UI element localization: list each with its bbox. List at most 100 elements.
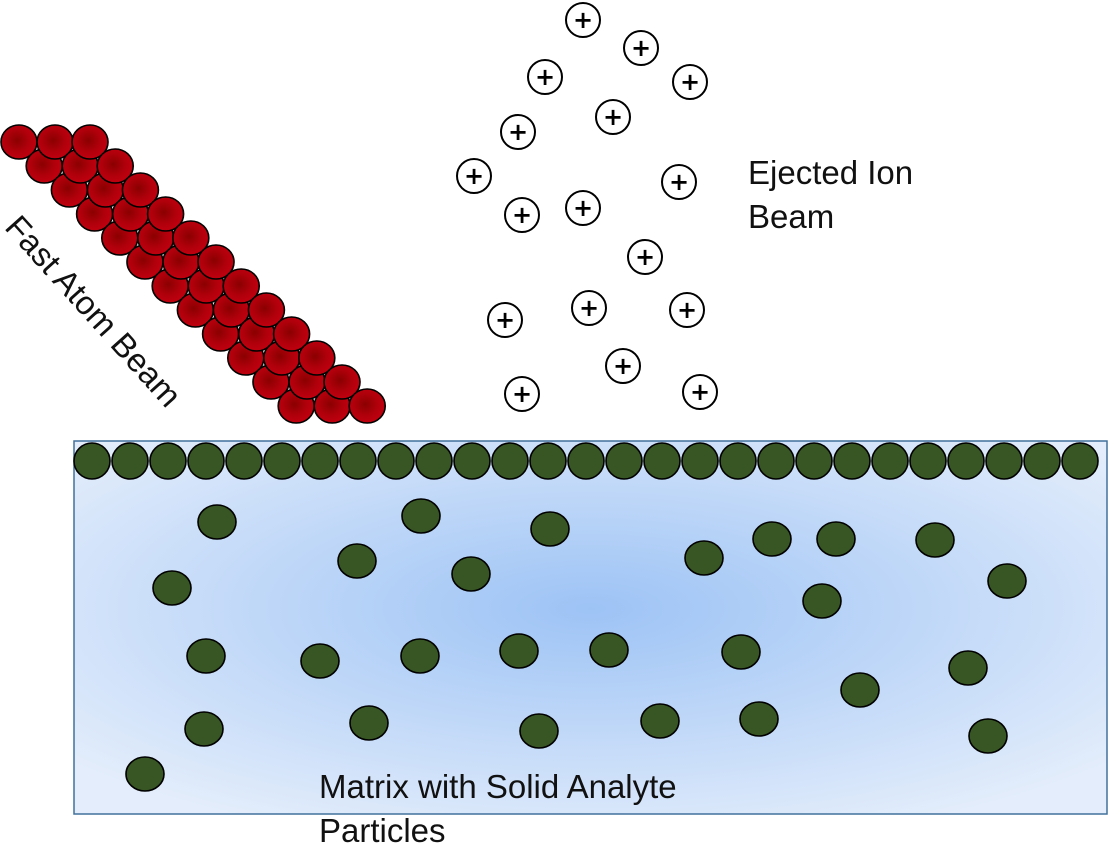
ion: +	[595, 99, 631, 135]
embedded-analyte-particle	[349, 705, 389, 741]
surface-analyte-particle	[73, 442, 111, 480]
surface-analyte-particle	[947, 442, 985, 480]
surface-analyte-particle	[415, 442, 453, 480]
ejected-ion-beam-line1: Ejected Ion	[748, 154, 914, 191]
embedded-analyte-particle	[987, 563, 1027, 599]
ion-circle	[565, 2, 601, 38]
ion: +	[672, 64, 708, 100]
surface-analyte-particle	[225, 442, 263, 480]
ion: +	[504, 376, 540, 412]
ion-circle	[605, 348, 641, 384]
ion: +	[504, 197, 540, 233]
ejected-ion-beam-line2: Beam	[748, 198, 835, 235]
surface-analyte-particle	[681, 442, 719, 480]
surface-analyte-particle	[377, 442, 415, 480]
embedded-analyte-particle	[968, 718, 1008, 754]
surface-analyte-layer	[73, 442, 1099, 480]
ion-plus-sign: +	[669, 168, 689, 196]
ion-circle	[672, 64, 708, 100]
embedded-analyte-particle	[499, 633, 539, 669]
ion-circle	[682, 374, 718, 410]
fast-atom	[172, 220, 210, 256]
embedded-analyte-particle	[752, 521, 792, 557]
embedded-analyte-particle	[451, 556, 491, 592]
embedded-analyte-particle	[840, 672, 880, 708]
ejected-ions: +++++++++++++++++	[456, 2, 718, 412]
ion-plus-sign: +	[631, 34, 651, 62]
ion: +	[487, 302, 523, 338]
ion-plus-sign: +	[613, 352, 633, 380]
surface-analyte-particle	[1023, 442, 1061, 480]
surface-analyte-particle	[985, 442, 1023, 480]
embedded-analyte-particle	[915, 522, 955, 558]
ion: +	[500, 114, 536, 150]
embedded-analyte-particle	[337, 543, 377, 579]
ion-circle	[623, 30, 659, 66]
fast-atom	[297, 340, 336, 376]
ion: +	[682, 374, 718, 410]
ion-plus-sign: +	[680, 68, 700, 96]
embedded-analyte-particle	[802, 583, 842, 619]
surface-analyte-particle	[301, 442, 339, 480]
surface-analyte-particle	[453, 442, 491, 480]
fast-atom	[247, 292, 286, 328]
ion-plus-sign: +	[495, 306, 515, 334]
ion-plus-sign: +	[573, 6, 593, 34]
ion-circle	[661, 164, 697, 200]
embedded-analyte-particle	[684, 540, 724, 576]
matrix-box	[73, 440, 1108, 815]
ion-plus-sign: +	[690, 378, 710, 406]
fast-atom	[96, 148, 134, 184]
embedded-analyte-particle	[816, 521, 856, 557]
ion-plus-sign: +	[635, 243, 655, 271]
ion: +	[605, 348, 641, 384]
ion-plus-sign: +	[464, 162, 484, 190]
embedded-analyte-particle	[530, 511, 570, 547]
ion-circle	[571, 290, 607, 326]
surface-analyte-particle	[263, 442, 301, 480]
surface-analyte-particle	[1061, 442, 1099, 480]
embedded-analyte-particles	[125, 498, 1027, 792]
embedded-analyte-particle	[948, 650, 988, 686]
surface-analyte-particle	[567, 442, 605, 480]
surface-analyte-particle	[149, 442, 187, 480]
ion-circle	[527, 59, 563, 95]
ion: +	[623, 30, 659, 66]
matrix-line1: Matrix with Solid Analyte	[319, 768, 677, 805]
ion-circle	[504, 197, 540, 233]
ion-circle	[669, 292, 705, 328]
fast-atom	[272, 316, 311, 352]
ion: +	[456, 158, 492, 194]
ejected-ion-beam-label: Ejected Ion Beam	[748, 151, 913, 239]
surface-analyte-particle	[111, 442, 149, 480]
ion-circle	[627, 239, 663, 275]
embedded-analyte-particle	[519, 713, 559, 749]
ion-plus-sign: +	[677, 296, 697, 324]
ion-plus-sign: +	[573, 194, 593, 222]
embedded-analyte-particle	[125, 756, 165, 792]
embedded-analyte-particle	[721, 634, 761, 670]
ion-circle	[500, 114, 536, 150]
surface-analyte-particle	[871, 442, 909, 480]
ion: +	[627, 239, 663, 275]
ion-plus-sign: +	[512, 201, 532, 229]
fast-atom	[121, 172, 160, 208]
embedded-analyte-particle	[197, 504, 237, 540]
ion-plus-sign: +	[508, 118, 528, 146]
ion: +	[527, 59, 563, 95]
ion-plus-sign: +	[512, 380, 532, 408]
fast-atom	[71, 124, 109, 160]
ion-circle	[565, 190, 601, 226]
ion: +	[565, 190, 601, 226]
ion-plus-sign: +	[535, 63, 555, 91]
embedded-analyte-particle	[184, 711, 224, 747]
embedded-analyte-particle	[300, 643, 340, 679]
ion: +	[669, 292, 705, 328]
fast-atom	[323, 364, 361, 400]
embedded-analyte-particle	[739, 701, 779, 737]
surface-analyte-particle	[491, 442, 529, 480]
fast-atom-beam-atoms	[0, 124, 387, 424]
fast-atom	[197, 244, 235, 280]
